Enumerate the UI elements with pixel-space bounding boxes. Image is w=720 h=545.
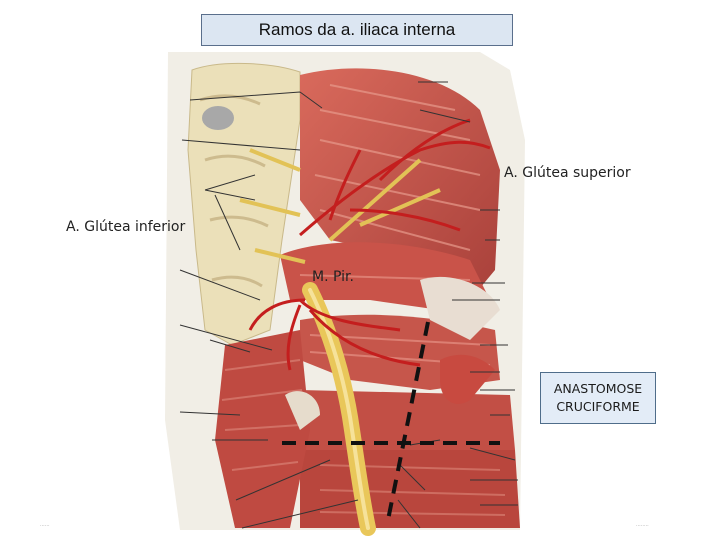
anastomose-box: ANASTOMOSE CRUCIFORME [540, 372, 656, 424]
sacral-foramen [202, 106, 234, 130]
ischial-tuberosity [285, 391, 320, 430]
label-glutea-superior: A. Glútea superior [504, 165, 631, 181]
gluteus-medius-muscle [300, 68, 500, 300]
cruciform-vessel [440, 354, 495, 404]
anastomosis-dashed-vertical [386, 321, 430, 521]
footer-mark-left: ...... [40, 522, 50, 528]
superior-gluteal-artery [299, 118, 491, 237]
footer-mark-right: ........ [636, 522, 649, 528]
gluteus-medius-fibers [314, 84, 481, 251]
anastomose-line2: CRUCIFORME [556, 399, 640, 414]
label-glutea-inferior: A. Glútea inferior [66, 219, 186, 235]
anastomose-line1: ANASTOMOSE [553, 381, 643, 396]
sacrum-texture [199, 94, 269, 288]
label-piriforme: M. Pir. [312, 269, 354, 285]
sacral-nerve-branches [239, 148, 441, 264]
sacrum-bone [187, 62, 301, 346]
trochanter-tendon [420, 276, 500, 340]
gluteus-maximus-fibers [221, 359, 303, 471]
page-title: Ramos da a. iliaca interna [201, 14, 513, 46]
adductor-muscles [300, 450, 520, 528]
inferior-gluteal-artery [248, 298, 421, 371]
leader-lines [179, 81, 518, 529]
